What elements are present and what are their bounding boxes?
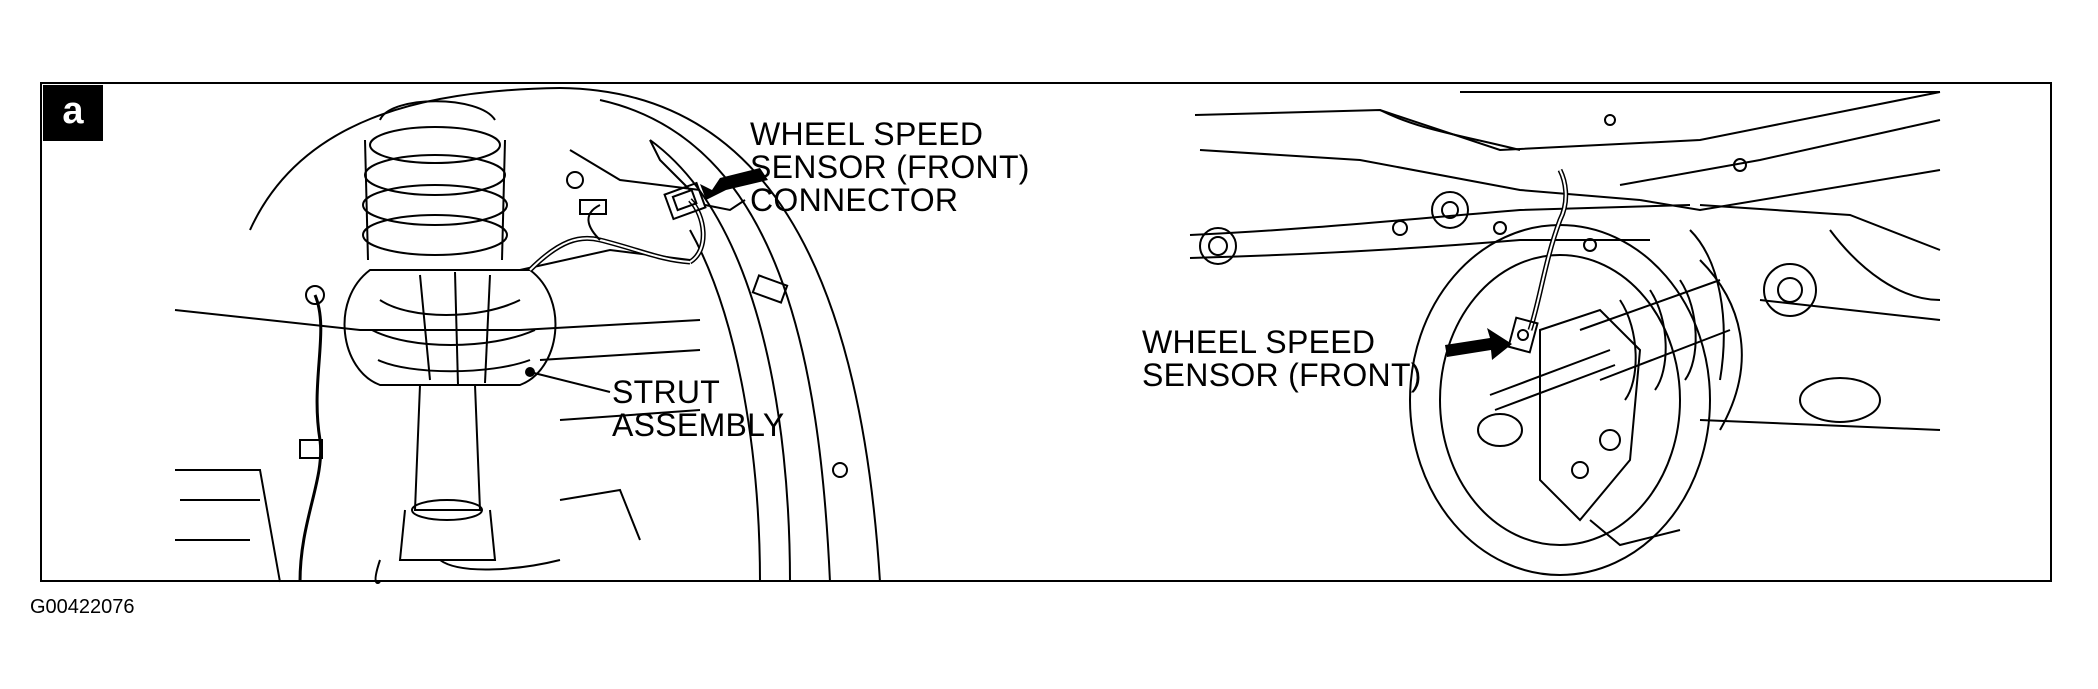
left-view-strut-wheel-well bbox=[174, 87, 881, 584]
right-view-knuckle-lower-arm bbox=[1189, 91, 1941, 576]
connector-pointer-arrow bbox=[700, 168, 768, 200]
strut-callout-line1: STRUT bbox=[612, 374, 721, 410]
panel-letter-badge: a bbox=[43, 85, 103, 141]
connector-callout-line1: WHEEL SPEED bbox=[750, 116, 984, 152]
strut-leader-line bbox=[525, 367, 611, 393]
connector-callout-line2: SENSOR (FRONT) bbox=[750, 149, 1030, 185]
connector-callout: WHEEL SPEED SENSOR (FRONT) CONNECTOR bbox=[750, 118, 1030, 217]
strut-callout: STRUT ASSEMBLY bbox=[612, 376, 785, 442]
sensor-callout-line2: SENSOR (FRONT) bbox=[1142, 357, 1422, 393]
strut-callout-line2: ASSEMBLY bbox=[612, 407, 785, 443]
sensor-callout-line1: WHEEL SPEED bbox=[1142, 324, 1376, 360]
sensor-callout: WHEEL SPEED SENSOR (FRONT) bbox=[1142, 326, 1422, 392]
connector-callout-line3: CONNECTOR bbox=[750, 182, 959, 218]
figure-id: G00422076 bbox=[30, 596, 135, 618]
sensor-pointer-arrow bbox=[1445, 328, 1512, 360]
